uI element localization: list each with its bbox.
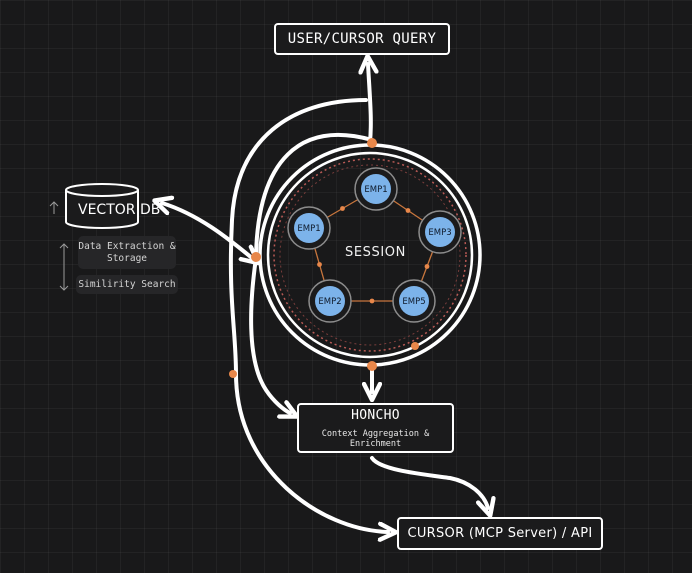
vector-db-label: VECTOR DB: [78, 202, 160, 218]
to-cursor-arrow: [234, 372, 388, 532]
vector-db-node: VECTOR DB: [65, 183, 160, 229]
data-extraction-label: Data Extraction & Storage: [78, 240, 176, 264]
edge-midpoint-dot: [424, 264, 430, 269]
query-arrow-outer: [368, 64, 371, 144]
employee-node: EMP1: [287, 206, 331, 250]
employee-node: EMP3: [418, 210, 462, 254]
user-cursor-query-node: USER/CURSOR QUERY: [274, 23, 450, 55]
employee-node: EMP1: [354, 167, 398, 211]
cursor-mcp-server-label: CURSOR (MCP Server) / API: [407, 526, 593, 541]
to-honcho-arrow: [249, 256, 290, 413]
honcho-title: HONCHO: [351, 407, 400, 423]
cursor-mcp-server-node: CURSOR (MCP Server) / API: [397, 517, 603, 550]
database-icon: [65, 190, 139, 229]
employee-label: EMP1: [297, 224, 320, 234]
session-label: SESSION: [345, 245, 406, 260]
similarity-search-chip: Similirity Search: [76, 275, 178, 294]
edge-midpoint-dot: [405, 208, 411, 213]
up-arrow-icon: [49, 201, 59, 214]
similarity-search-label: Similirity Search: [78, 278, 176, 290]
user-cursor-query-label: USER/CURSOR QUERY: [287, 31, 437, 47]
employee-label: EMP2: [318, 297, 341, 307]
vector-db-link: [162, 203, 252, 258]
honcho-subtitle: Context Aggregation & Enrichment: [321, 428, 430, 449]
employee-label: EMP3: [428, 228, 451, 238]
honcho-to-cursor-arrow: [370, 456, 488, 508]
employee-label: EMP5: [402, 297, 425, 307]
employee-node: EMP2: [308, 279, 352, 323]
honcho-node: HONCHO Context Aggregation & Enrichment: [297, 403, 454, 453]
edge-midpoint-dot: [369, 298, 375, 304]
employee-label: EMP1: [364, 185, 387, 195]
edge-midpoint-dot: [317, 262, 322, 267]
data-extraction-chip: Data Extraction & Storage: [78, 236, 176, 269]
junction-dots: [229, 138, 419, 378]
edge-midpoint-dot: [340, 206, 345, 211]
employee-node: EMP5: [392, 279, 436, 323]
bidirectional-arrow-icon: [59, 243, 69, 291]
